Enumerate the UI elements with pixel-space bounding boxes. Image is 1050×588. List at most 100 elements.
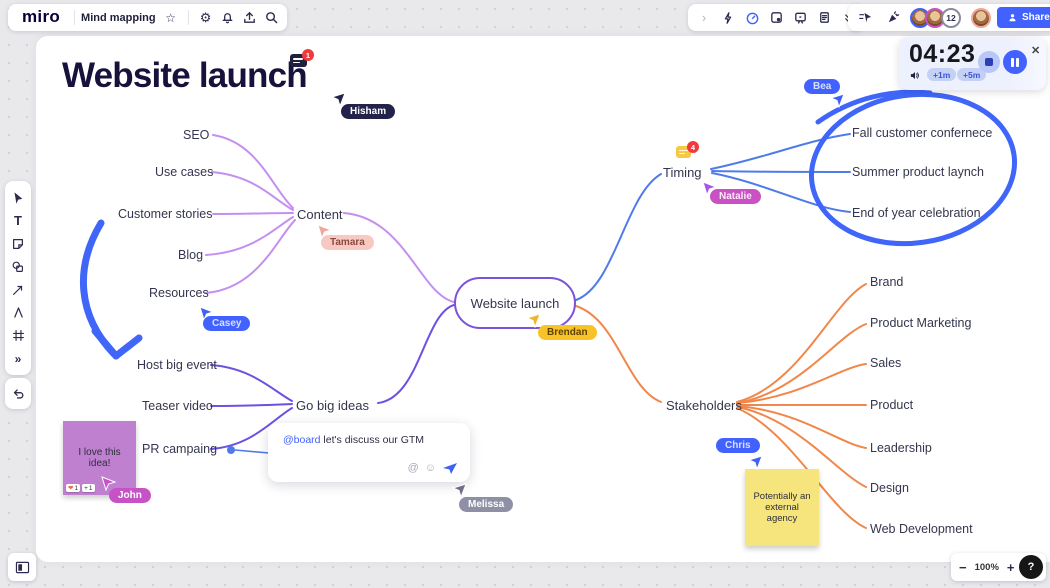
collaborator-cursor-hisham xyxy=(331,92,346,107)
notifications-icon[interactable] xyxy=(217,7,239,29)
frame-export-icon[interactable] xyxy=(765,7,787,29)
app-bar: miro Mind mapping ☆ ⚙ xyxy=(8,4,287,31)
collaborator-cursor-casey xyxy=(199,306,214,321)
mindmap-node[interactable]: Fall customer confernece xyxy=(852,126,993,140)
upload-icon[interactable] xyxy=(239,7,261,29)
undo-panel xyxy=(5,378,31,409)
sticky-reactions[interactable]: ❤1 +1 xyxy=(66,484,95,492)
collaborator-label-hisham: Hisham xyxy=(341,104,396,119)
sticky-note-purple[interactable]: I love this idea! ❤1 +1 xyxy=(63,421,136,495)
comment-count-badge: 1 xyxy=(302,49,314,61)
quick-actions-icon[interactable] xyxy=(717,7,739,29)
hide-collaborator-cursors-icon[interactable] xyxy=(854,7,876,29)
chevron-right-icon[interactable]: › xyxy=(701,10,707,25)
mention-icon[interactable]: @ xyxy=(407,462,419,474)
mindmap-node-content[interactable]: Content xyxy=(297,207,343,222)
zoom-in-button[interactable]: + xyxy=(1006,559,1015,575)
mindmap-root-node[interactable]: Website launch xyxy=(454,277,576,329)
emoji-icon[interactable]: ☺ xyxy=(424,462,436,474)
stop-timer-button[interactable] xyxy=(978,51,1000,73)
send-icon[interactable] xyxy=(442,461,458,475)
creation-toolbar: T » xyxy=(5,181,31,375)
sticky-note-icon[interactable] xyxy=(6,232,30,255)
mindmap-node[interactable]: Product Marketing xyxy=(870,316,972,330)
mindmap-node[interactable]: Web Development xyxy=(870,522,973,536)
star-icon[interactable]: ☆ xyxy=(165,10,176,25)
pen-icon[interactable] xyxy=(6,301,30,324)
undo-icon[interactable] xyxy=(6,382,30,405)
presentation-icon[interactable] xyxy=(789,7,811,29)
collaborator-label-chris: Chris xyxy=(716,438,760,453)
mindmap-node[interactable]: Resources xyxy=(149,286,209,300)
frames-panel-icon[interactable] xyxy=(8,553,36,581)
mindmap-node[interactable]: Use cases xyxy=(155,165,214,179)
mindmap-node[interactable]: Teaser video xyxy=(142,399,213,413)
collaborator-label-casey: Casey xyxy=(203,316,251,331)
sticky-note-text: I love this idea! xyxy=(78,447,121,469)
celebrate-icon[interactable] xyxy=(882,7,904,29)
mention-text[interactable]: @board xyxy=(283,434,321,446)
collaborator-label-tamara: Tamara xyxy=(321,235,374,250)
mindmap-node[interactable]: Blog xyxy=(178,248,204,262)
zoom-out-button[interactable]: − xyxy=(959,559,967,575)
add-one-minute-button[interactable]: +1m xyxy=(927,68,957,81)
timer-display: 04:23 xyxy=(909,40,976,68)
collaborator-label-bea: Bea xyxy=(804,79,841,94)
collaborator-cursor-john xyxy=(101,476,116,491)
sticky-note-yellow[interactable]: Potentially an external agency xyxy=(745,469,819,546)
timer-icon[interactable] xyxy=(741,7,763,29)
collaborator-label-john: John xyxy=(109,488,151,503)
shapes-icon[interactable] xyxy=(6,255,30,278)
board-title-text[interactable]: Website launch xyxy=(62,56,308,95)
collaboration-bar: 12 Share xyxy=(848,4,1050,31)
help-button[interactable]: ? xyxy=(1019,555,1043,579)
collaborator-cursor-bea xyxy=(830,93,845,108)
comment-input-box[interactable]: @board let's discuss our GTM @ ☺ xyxy=(268,423,470,482)
mindmap-node-timing[interactable]: Timing xyxy=(663,165,702,180)
person-icon xyxy=(1009,14,1016,22)
comment-count-badge: 4 xyxy=(687,141,699,153)
add-five-minutes-button[interactable]: +5m xyxy=(957,68,987,81)
miro-logo[interactable]: miro xyxy=(22,6,61,26)
share-button[interactable]: Share xyxy=(997,7,1050,28)
mindmap-node[interactable]: Design xyxy=(870,481,909,495)
collaborator-cursor-natalie xyxy=(702,181,717,196)
close-icon[interactable]: ✕ xyxy=(1031,45,1041,57)
mindmap-node-stakeholders[interactable]: Stakeholders xyxy=(666,398,742,413)
mindmap-node[interactable]: Brand xyxy=(870,275,904,289)
select-icon[interactable] xyxy=(6,186,30,209)
text-icon[interactable]: T xyxy=(14,213,22,228)
more-tools-icon[interactable]: » xyxy=(14,351,22,366)
mindmap-node[interactable]: Leadership xyxy=(870,441,932,455)
mindmap-node[interactable]: SEO xyxy=(183,128,210,142)
comment-text: let's discuss our GTM xyxy=(320,434,425,446)
search-icon[interactable] xyxy=(261,7,283,29)
collaborator-label-brendan: Brendan xyxy=(538,325,597,340)
collaborator-cursor-brendan xyxy=(526,313,541,328)
collaborator-cursor-tamara xyxy=(317,224,332,239)
mindmap-node[interactable]: Customer stories xyxy=(118,207,213,221)
mute-icon[interactable] xyxy=(909,70,921,81)
participant-count-badge[interactable]: 12 xyxy=(941,7,961,28)
timer-panel: 04:23 +1m +5m xyxy=(899,37,1046,90)
avatar[interactable] xyxy=(971,7,991,28)
settings-icon[interactable]: ⚙ xyxy=(199,9,212,25)
collaborator-label-melissa: Melissa xyxy=(459,497,514,512)
mindmap-node[interactable]: PR campaing xyxy=(142,442,218,456)
collaborator-cursor-melissa xyxy=(452,483,467,498)
avatar-stack[interactable]: 12 xyxy=(910,7,961,28)
mindmap-node[interactable]: Summer product laynch xyxy=(852,165,985,179)
mindmap-node-go-big-ideas[interactable]: Go big ideas xyxy=(296,398,369,413)
mindmap-node[interactable]: Product xyxy=(870,398,914,412)
mindmap-node[interactable]: Sales xyxy=(870,356,902,370)
pause-timer-button[interactable] xyxy=(1003,50,1027,74)
plus-reaction-icon: + xyxy=(84,484,88,492)
board-name[interactable]: Mind mapping xyxy=(81,11,156,24)
notes-icon[interactable] xyxy=(813,7,835,29)
mindmap-node[interactable]: Host big event xyxy=(137,358,217,372)
zoom-level[interactable]: 100% xyxy=(974,561,999,573)
heart-reaction-icon: ❤ xyxy=(68,485,74,492)
mindmap-node[interactable]: End of year celebration xyxy=(852,206,981,220)
frame-icon[interactable] xyxy=(6,324,30,347)
connection-line-icon[interactable] xyxy=(6,278,30,301)
